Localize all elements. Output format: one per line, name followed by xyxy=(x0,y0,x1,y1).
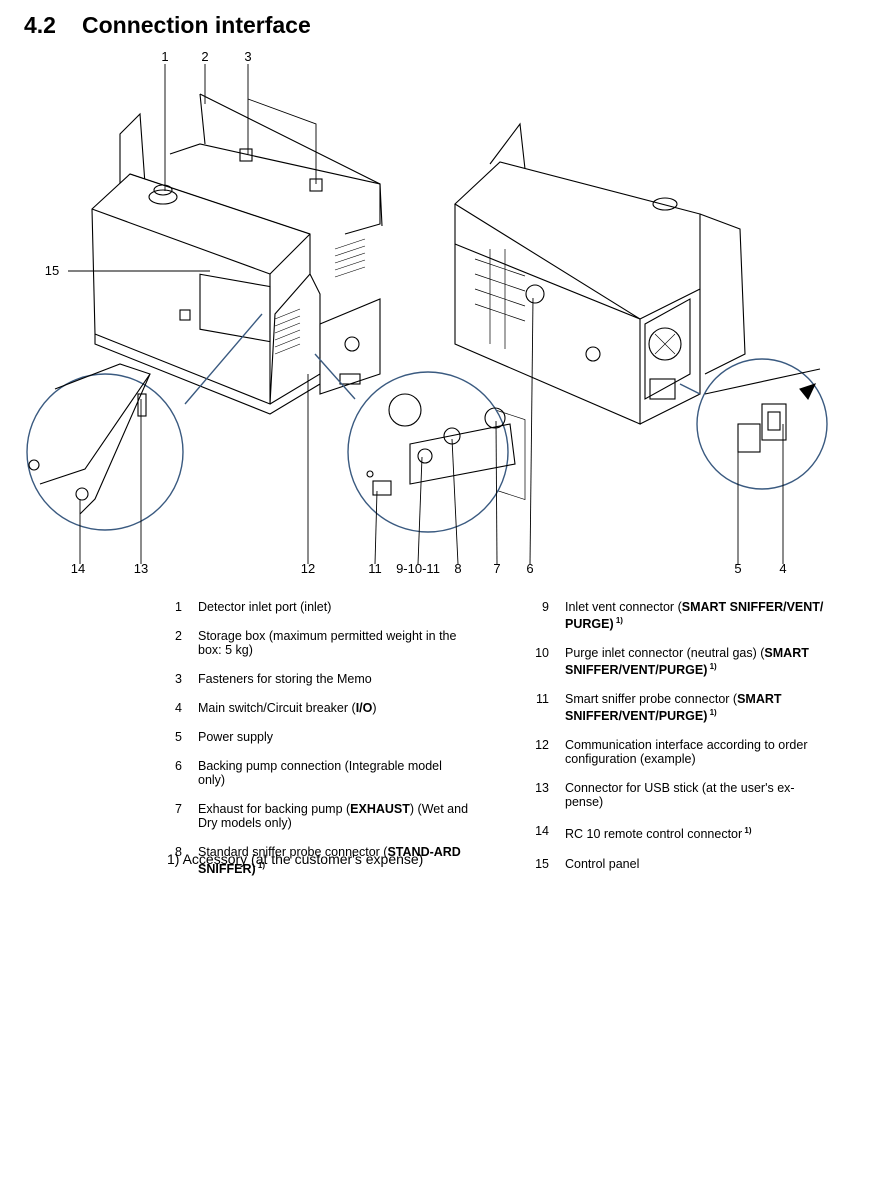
legend-number: 3 xyxy=(175,672,182,686)
callout-7: 7 xyxy=(493,561,500,576)
callout-13: 13 xyxy=(134,561,148,576)
callout-4: 4 xyxy=(779,561,786,576)
legend-item-11: 11 Smart sniffer probe connector (SMART S… xyxy=(527,692,827,723)
legend-number: 1 xyxy=(175,600,182,614)
footnote: 1) Accessory (at the customer's expense) xyxy=(167,851,424,867)
legend-bold-text: I/O xyxy=(355,701,373,715)
legend-text-part: Backing pump connection (Integrable mode… xyxy=(198,759,442,787)
device-illustration: 1 2 3 15 14 13 12 11 9-10-11 8 7 6 5 4 xyxy=(0,44,883,584)
legend-number: 12 xyxy=(535,738,549,753)
legend-text: Storage box (maximum permitted weight in… xyxy=(198,629,470,657)
legend-item-13: 13 Connector for USB stick (at the user's… xyxy=(527,781,827,809)
legend-bold-text: SMART SNIFFER/VENT/PURGE) xyxy=(565,692,782,724)
legend-text-part: Power supply xyxy=(198,730,274,744)
legend-text-part: RC 10 remote control connector xyxy=(565,827,743,842)
legend-item-2: 2 Storage box (maximum permitted weight i… xyxy=(160,629,470,657)
section-title: Connection interface xyxy=(82,12,311,38)
legend-text-part: Storage box (maximum permitted weight in… xyxy=(198,629,457,657)
legend-item-15: 15 Control panel xyxy=(527,857,827,871)
callout-11: 11 xyxy=(368,561,382,576)
footnote-ref: 1) xyxy=(613,616,623,625)
callout-3: 3 xyxy=(244,49,251,64)
device-drawing: 1 2 3 15 14 13 12 11 9-10-11 8 7 6 5 4 xyxy=(26,49,828,576)
legend-text-part: Connector for USB stick (at the user's e… xyxy=(565,781,795,810)
legend-column-left: 1 Detector inlet port (inlet) 2 Storage box… xyxy=(160,600,470,891)
legend-item-1: 1 Detector inlet port (inlet) xyxy=(160,600,470,614)
legend-text-part: ) xyxy=(372,701,377,715)
legend-text-part: Inlet vent connector ( xyxy=(565,600,682,614)
legend-number: 14 xyxy=(535,824,549,839)
legend-text: Communication interface according to ord… xyxy=(565,738,827,766)
legend-bold-text: SMART SNIFFER/VENT/PURGE) xyxy=(565,646,809,678)
callout-6: 6 xyxy=(526,561,533,576)
callout-12: 12 xyxy=(301,561,315,576)
legend-text-part: ) (Wet and Dry models only) xyxy=(198,802,469,830)
callout-2: 2 xyxy=(201,49,208,64)
footnote-ref: 1) xyxy=(742,826,752,836)
legend-number: 13 xyxy=(535,781,549,796)
detail-circle-connectors xyxy=(347,371,509,533)
legend-bold-text: EXHAUST xyxy=(350,802,410,816)
legend-number: 4 xyxy=(175,701,182,715)
legend-text-part: Fasteners for storing the Memo xyxy=(198,672,372,686)
legend-item-6: 6 Backing pump connection (Integrable mod… xyxy=(160,759,470,787)
legend-text: Fasteners for storing the Memo xyxy=(198,672,470,686)
callout-14: 14 xyxy=(71,561,85,576)
legend-text-part: Control panel xyxy=(565,856,640,871)
legend-text-part: Smart sniffer probe connector ( xyxy=(565,692,738,707)
legend-number: 9 xyxy=(542,600,549,614)
callout-9-10-11: 9-10-11 xyxy=(396,561,440,576)
legend-item-4: 4 Main switch/Circuit breaker (I/O) xyxy=(160,701,470,715)
footnote-ref: 1) xyxy=(707,708,717,718)
legend-number: 10 xyxy=(535,646,549,661)
callout-15: 15 xyxy=(45,263,59,278)
legend-text: RC 10 remote control connector 1) xyxy=(565,824,827,841)
legend-number: 8 xyxy=(175,845,182,859)
detector-rear-view xyxy=(454,122,746,501)
legend-item-8: 8 Standard sniffer probe connector (STAND… xyxy=(160,845,470,876)
legend-text-part: Main switch/Circuit breaker ( xyxy=(198,701,356,715)
legend-text: Backing pump connection (Integrable mode… xyxy=(198,759,470,787)
legend-text-part: Communication interface according to ord… xyxy=(565,738,808,767)
legend-text: Standard sniffer probe connector (STAND-… xyxy=(198,845,470,876)
section-heading: 4.2 Connection interface xyxy=(24,12,311,39)
legend-item-7: 7 Exhaust for backing pump (EXHAUST) (Wet… xyxy=(160,802,470,830)
callout-8: 8 xyxy=(454,561,461,576)
section-number: 4.2 xyxy=(24,12,56,38)
callout-5: 5 xyxy=(734,561,741,576)
legend-number: 2 xyxy=(175,629,182,643)
legend-item-5: 5 Power supply xyxy=(160,730,470,744)
legend-text: Main switch/Circuit breaker (I/O) xyxy=(198,701,470,715)
legend-item-9: 9 Inlet vent connector (SMART SNIFFER/VEN… xyxy=(527,600,827,631)
legend-text: Inlet vent connector (SMART SNIFFER/VENT… xyxy=(565,600,827,631)
legend-item-14: 14 RC 10 remote control connector 1) xyxy=(527,824,827,841)
legend-text-part: Purge inlet connector (neutral gas) ( xyxy=(565,646,765,661)
legend-number: 11 xyxy=(536,692,549,707)
footnote-ref: 1) xyxy=(255,861,265,870)
legend-number: 7 xyxy=(175,802,182,816)
detail-circle-panel xyxy=(26,373,184,531)
legend-text: Control panel xyxy=(565,857,827,871)
legend-text: Power supply xyxy=(198,730,470,744)
legend-text: Connector for USB stick (at the user's e… xyxy=(565,781,827,809)
legend-text-part: Detector inlet port (inlet) xyxy=(198,600,332,614)
legend-text: Exhaust for backing pump (EXHAUST) (Wet … xyxy=(198,802,470,830)
legend-item-10: 10 Purge inlet connector (neutral gas) (S… xyxy=(527,646,827,677)
legend-text: Detector inlet port (inlet) xyxy=(198,600,470,614)
legend-text-part: Standard sniffer probe connector ( xyxy=(198,845,388,859)
footnote-ref: 1) xyxy=(707,662,717,672)
legend-bold-text: STAND-ARD SNIFFER) xyxy=(198,845,461,877)
legend-item-12: 12 Communication interface according to o… xyxy=(527,738,827,766)
legend-item-3: 3 Fasteners for storing the Memo xyxy=(160,672,470,686)
legend-number: 5 xyxy=(175,730,182,744)
callout-1: 1 xyxy=(161,49,168,64)
legend-text-part: Exhaust for backing pump ( xyxy=(198,802,351,816)
legend-number: 6 xyxy=(175,759,182,773)
detector-front-view xyxy=(91,93,383,415)
legend-text: Purge inlet connector (neutral gas) (SMA… xyxy=(565,646,827,677)
legend-number: 15 xyxy=(535,856,549,871)
legend-text: Smart sniffer probe connector (SMART SNI… xyxy=(565,692,827,723)
legend-bold-text: SMART SNIFFER/VENT/ PURGE) xyxy=(565,600,824,632)
